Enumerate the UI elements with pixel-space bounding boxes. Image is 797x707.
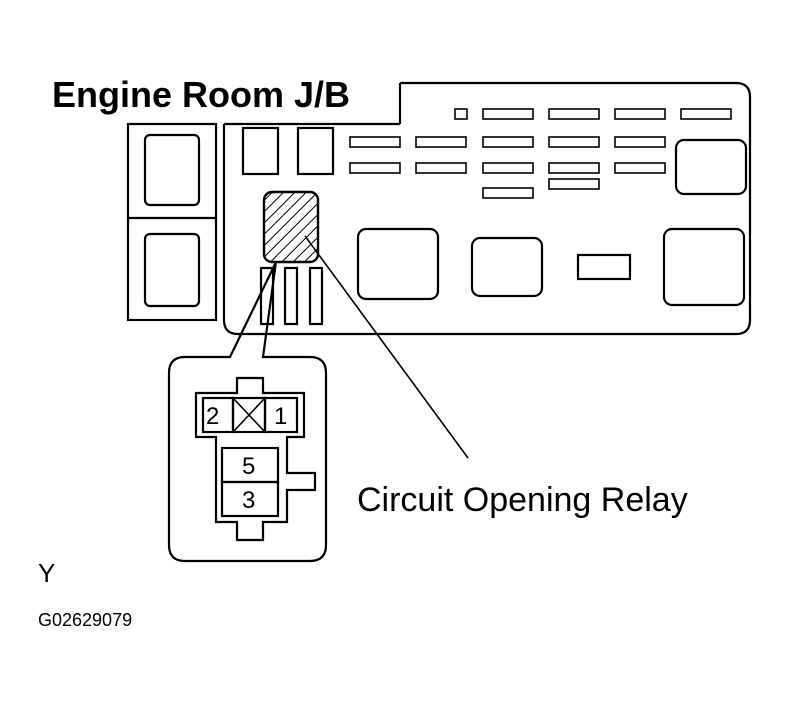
pin-cell-1: [263, 396, 299, 434]
pin-cell-3: [220, 480, 280, 518]
slot-fuse-3: [308, 266, 324, 326]
pin-label-5: 5: [242, 453, 255, 480]
connector-detail: 2 1 5 3: [167, 261, 328, 563]
callout-leader-line: [304, 235, 469, 459]
mini-relay-a: [241, 126, 280, 176]
callout-label: Circuit Opening Relay: [357, 481, 688, 519]
fuse-array: [349, 108, 732, 199]
pin-label-1: 1: [274, 403, 287, 430]
large-relay-center: [470, 236, 544, 298]
figure-code: G02629079: [38, 610, 132, 630]
pin-label-2: 2: [206, 403, 219, 430]
circuit-opening-relay-location: [262, 190, 320, 264]
junction-block-side-panel: [126, 122, 218, 322]
slot-fuse-2: [283, 266, 299, 326]
large-relay-right: [662, 227, 746, 307]
view-label: Y: [38, 558, 55, 588]
mini-relay-b: [296, 126, 335, 176]
small-block: [576, 253, 632, 281]
junction-block: [126, 81, 752, 336]
pin-label-3: 3: [242, 487, 255, 514]
diagram-title: Engine Room J/B: [52, 74, 350, 115]
large-relay-left: [356, 227, 440, 301]
large-relay-top-right: [674, 138, 748, 196]
